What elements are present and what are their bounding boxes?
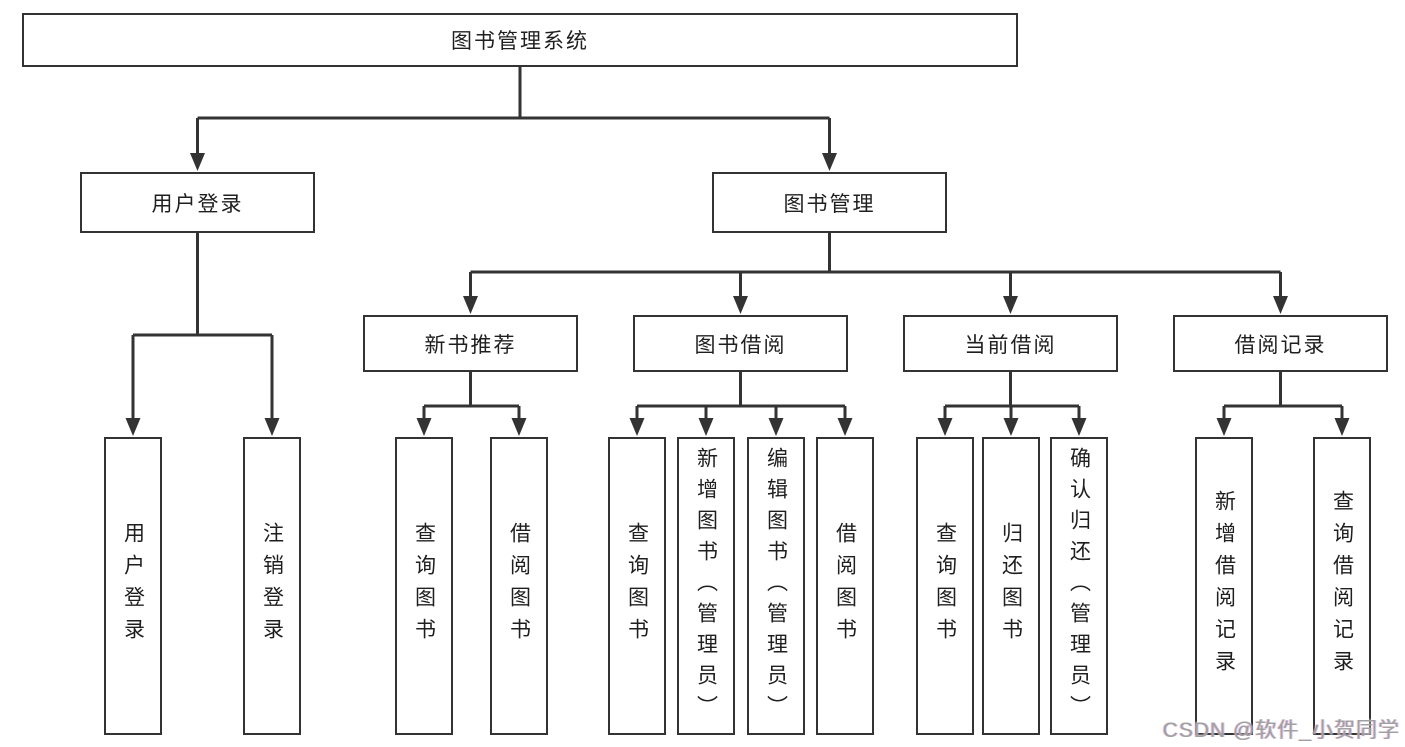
leaf-br-add-record-label: 新增借阅记录	[1212, 490, 1236, 682]
node-current-borrow: 当前借阅	[903, 315, 1118, 372]
node-user-login-label: 用户登录	[151, 192, 244, 216]
leaf-cb-return-books-label: 归还图书	[999, 522, 1023, 650]
leaf-nbr-query-books: 查询图书	[395, 437, 453, 735]
connector-root-to-level2	[196, 67, 831, 155]
node-book-management-label: 图书管理	[783, 192, 876, 216]
node-borrow-records-label: 借阅记录	[1234, 333, 1327, 357]
leaf-bb-query-books-label: 查询图书	[625, 522, 649, 650]
leaf-bb-borrow-books: 借阅图书	[816, 437, 874, 735]
node-book-borrow: 图书借阅	[633, 315, 848, 372]
node-root: 图书管理系统	[22, 13, 1018, 67]
node-current-borrow-label: 当前借阅	[964, 333, 1057, 357]
connector-userlogin-to-leaves	[131, 233, 274, 420]
connector-bookborrow-to-leaves	[635, 372, 847, 420]
leaf-nbr-query-books-label: 查询图书	[412, 522, 436, 650]
leaf-logout: 注销登录	[243, 437, 301, 735]
leaf-bb-edit-books-admin-label: 编辑图书（管理员）	[764, 446, 788, 726]
leaf-cb-confirm-return-admin-label: 确认归还（管理员）	[1067, 446, 1091, 726]
leaf-bb-borrow-books-label: 借阅图书	[833, 522, 857, 650]
leaf-cb-return-books: 归还图书	[982, 437, 1040, 735]
node-book-management: 图书管理	[712, 172, 947, 233]
leaf-br-add-record: 新增借阅记录	[1195, 437, 1253, 735]
leaf-bb-add-books-admin: 新增图书（管理员）	[677, 437, 735, 735]
leaf-bb-add-books-admin-label: 新增图书（管理员）	[694, 446, 718, 726]
leaf-cb-query-books-label: 查询图书	[933, 522, 957, 650]
node-new-book-recommend: 新书推荐	[363, 315, 578, 372]
connector-newbookrec-to-leaves	[422, 372, 521, 420]
leaf-cb-confirm-return-admin: 确认归还（管理员）	[1050, 437, 1108, 735]
node-new-book-recommend-label: 新书推荐	[424, 333, 517, 357]
leaf-bb-query-books: 查询图书	[608, 437, 666, 735]
node-root-label: 图书管理系统	[451, 30, 589, 53]
leaf-br-query-record: 查询借阅记录	[1313, 437, 1371, 735]
leaf-logout-label: 注销登录	[260, 522, 284, 650]
node-borrow-records: 借阅记录	[1173, 315, 1388, 372]
node-user-login: 用户登录	[80, 172, 315, 233]
arrowheads	[125, 153, 1350, 436]
csdn-watermark: CSDN @软件_小贺同学	[1162, 719, 1400, 742]
leaf-nbr-borrow-books: 借阅图书	[490, 437, 548, 735]
connector-currentborrow-to-leaves	[943, 372, 1081, 420]
leaf-user-login: 用户登录	[104, 437, 162, 735]
leaf-br-query-record-label: 查询借阅记录	[1330, 490, 1354, 682]
connector-borrowrecords-to-leaves	[1222, 372, 1344, 420]
leaf-nbr-borrow-books-label: 借阅图书	[507, 522, 531, 650]
leaf-cb-query-books: 查询图书	[916, 437, 974, 735]
leaf-user-login-label: 用户登录	[121, 522, 145, 650]
connector-bookmgmt-to-level3	[469, 233, 1282, 298]
node-book-borrow-label: 图书借阅	[694, 333, 787, 357]
leaf-bb-edit-books-admin: 编辑图书（管理员）	[747, 437, 805, 735]
